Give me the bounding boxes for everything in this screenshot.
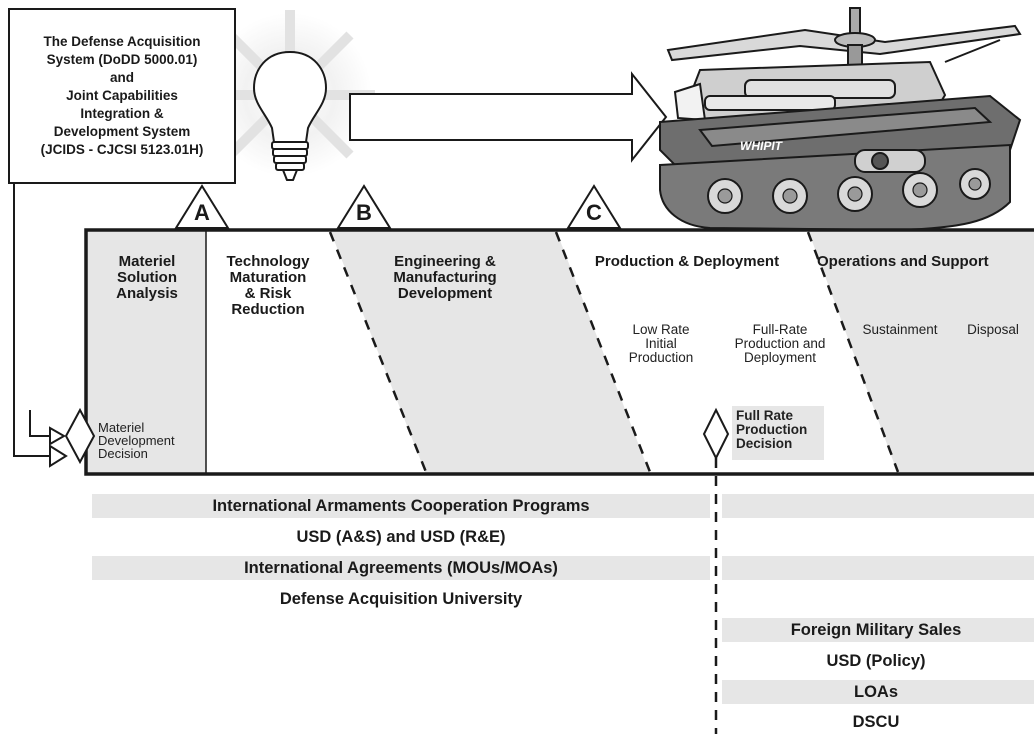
phase-shading [86,230,1034,474]
phase-tmrr-line: Technology [226,253,310,270]
bar-right-item: USD (Policy) [826,652,926,670]
lightbulb-icon [252,50,328,181]
phase-msa: Materiel Solution Analysis [88,254,206,302]
phase-emd-line: Development [397,285,493,302]
title-line: Integration & [80,106,164,121]
subphase-lrip: Low Rate Initial Production [616,323,706,365]
jcids-flow-arrow [13,184,68,468]
title-line: Joint Capabilities [66,88,178,103]
mdd-label-line: Decision [98,446,148,461]
frp-label-line: Production [736,422,808,437]
bar-shading [92,494,1034,704]
milestone-c-label: C [586,200,602,225]
milestone-a-label: A [194,200,210,225]
mdd-label-line: Development [98,433,175,448]
subphase-sustainment: Sustainment [862,322,938,337]
milestone-b-triangle [336,184,392,229]
bar-left-item: USD (A&S) and USD (R&E) [296,528,506,546]
bar-right-item: DSCU [852,713,900,731]
mdd-label: Materiel Development Decision [98,421,202,460]
bar-left-item: International Armaments Cooperation Prog… [212,497,590,515]
frp-diamond [702,407,730,461]
phase-pd: Production & Deployment [594,253,780,270]
title-line: System (DoDD 5000.01) [46,52,198,67]
milestone-b-label: B [356,200,372,225]
title-line: and [109,70,134,85]
subphase-frpd-line: Full-Rate [752,322,808,337]
title-line: (JCIDS - CJCSI 5123.01H) [40,142,204,157]
phase-os: Operations and Support [817,254,989,270]
subphase-frpd: Full-Rate Production and Deployment [718,323,842,365]
frp-label-line: Full Rate [736,408,794,423]
title-line: Development System [53,124,191,139]
phase-emd-line: Manufacturing [393,269,497,286]
title-box: The Defense Acquisition System (DoDD 500… [8,8,236,184]
milestone-a-triangle [174,184,230,229]
subphase-disposal: Disposal [967,322,1019,337]
transition-arrow [349,71,668,163]
title-line: The Defense Acquisition [43,34,201,49]
milestone-dividers [328,231,900,473]
subphase-frpd-line: Deployment [743,350,817,365]
milestone-c-triangle [566,184,622,229]
bar-left-item: International Agreements (MOUs/MOAs) [244,559,558,577]
vehicle-label: WHIPIT [740,139,784,153]
mdd-label-line: Materiel [98,420,145,435]
phase-msa-line: Analysis [116,285,178,302]
bar-left-item: Defense Acquisition University [279,590,523,608]
phase-tmrr-line: & Risk [244,285,292,302]
mdd-diamond [64,407,96,465]
bar-right-item: LOAs [853,683,898,701]
subphase-lrip-line: Production [628,350,694,365]
phase-tmrr-line: Maturation [229,269,307,286]
phase-emd-line: Engineering & [394,253,496,270]
phase-msa-line: Solution [117,269,177,286]
frp-label-line: Decision [736,436,793,451]
phase-emd: Engineering & Manufacturing Development [360,254,530,302]
frp-label: Full Rate Production Decision [732,406,824,460]
whipit-vehicle-illustration [659,7,1022,232]
phase-msa-line: Materiel [118,253,176,270]
phase-frame [84,228,1034,476]
phase-tmrr: Technology Maturation & Risk Reduction [208,254,328,318]
subphase-lrip-line: Low Rate [632,322,690,337]
subphase-lrip-line: Initial [645,336,677,351]
bar-right-item: Foreign Military Sales [790,621,962,639]
subphase-frpd-line: Production and [734,336,826,351]
phase-tmrr-line: Reduction [231,301,305,318]
